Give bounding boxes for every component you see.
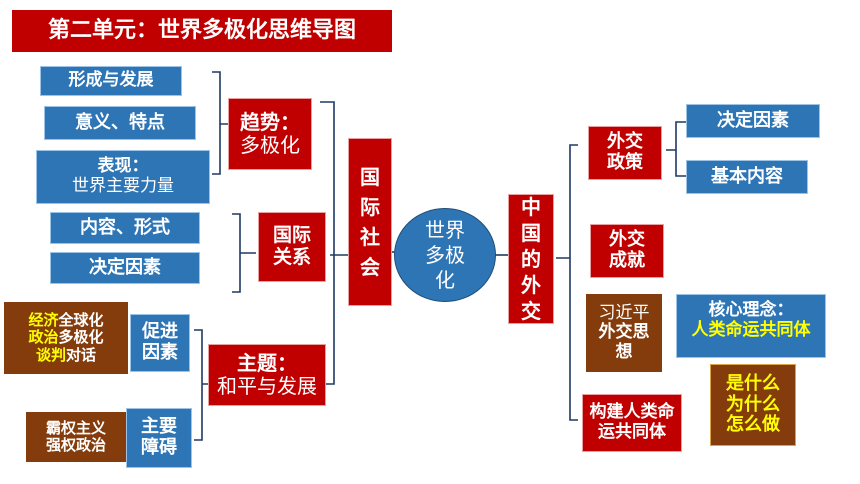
theme-label-line1: 主题：: [237, 351, 297, 375]
theme-label-line2: 和平与发展: [217, 374, 317, 398]
society-node: 国际社会: [348, 138, 392, 306]
core-concept-box: 核心理念： 人类命运共同体: [676, 294, 826, 358]
policy-item-content: 基本内容: [686, 160, 808, 194]
manifestation-label: 表现：: [97, 156, 149, 177]
obstacle-detail-box: 霸权主义 强权政治: [26, 412, 126, 462]
center-node: 世界多极化: [394, 208, 496, 302]
relations-bracket: [232, 213, 256, 293]
promote-detail-line-economy: 经济全球化: [28, 311, 104, 330]
trend-label-line2: 多极化: [240, 133, 300, 157]
thought-line1: 习近平: [598, 302, 650, 323]
relations-item-factor: 决定因素: [50, 252, 200, 284]
community-questions-box: 是什么 为什么 怎么做: [710, 364, 796, 446]
core-concept-value: 人类命运共同体: [691, 319, 811, 340]
promote-detail-box: 经济全球化 政治多极化 谈判对话: [4, 302, 128, 374]
relations-item-content: 内容、形式: [50, 212, 200, 244]
question-what: 是什么: [726, 372, 780, 394]
trend-item-significance: 意义、特点: [44, 106, 196, 140]
theme-obstacle-node: 主要障碍: [126, 408, 192, 468]
thought-node: 习近平 外交思想: [586, 294, 662, 372]
society-bracket: [320, 101, 348, 385]
page-title: 第二单元：世界多极化思维导图: [12, 10, 392, 52]
theme-promote-node: 促进因素: [130, 314, 190, 372]
policy-node: 外交政策: [588, 126, 662, 180]
china-node: 中国的外交: [508, 194, 554, 324]
relations-node: 国际关系: [258, 212, 326, 282]
obstacle-detail-power-politics: 强权政治: [45, 436, 106, 454]
question-how: 怎么做: [726, 414, 780, 436]
core-concept-label: 核心理念：: [708, 300, 794, 320]
obstacle-detail-hegemony: 霸权主义: [45, 418, 106, 437]
promote-detail-line-dialogue: 谈判对话: [35, 345, 97, 364]
policy-item-factor: 决定因素: [686, 104, 820, 138]
manifestation-detail: 世界主要力量: [72, 176, 174, 196]
trend-item-manifestation: 表现： 世界主要力量: [36, 150, 210, 204]
trend-item-formation: 形成与发展: [40, 66, 182, 96]
trend-node: 趋势： 多极化: [228, 98, 312, 170]
china-bracket: [556, 144, 578, 421]
promote-detail-line-politics: 政治多极化: [28, 328, 104, 347]
trend-label-line1: 趋势：: [240, 110, 300, 134]
thought-line2: 外交思想: [598, 322, 650, 362]
theme-node: 主题： 和平与发展: [208, 344, 326, 406]
policy-bracket: [666, 121, 690, 177]
question-why: 为什么: [726, 393, 780, 415]
community-node: 构建人类命运共同体: [582, 394, 682, 452]
achievements-node: 外交成就: [590, 224, 664, 278]
